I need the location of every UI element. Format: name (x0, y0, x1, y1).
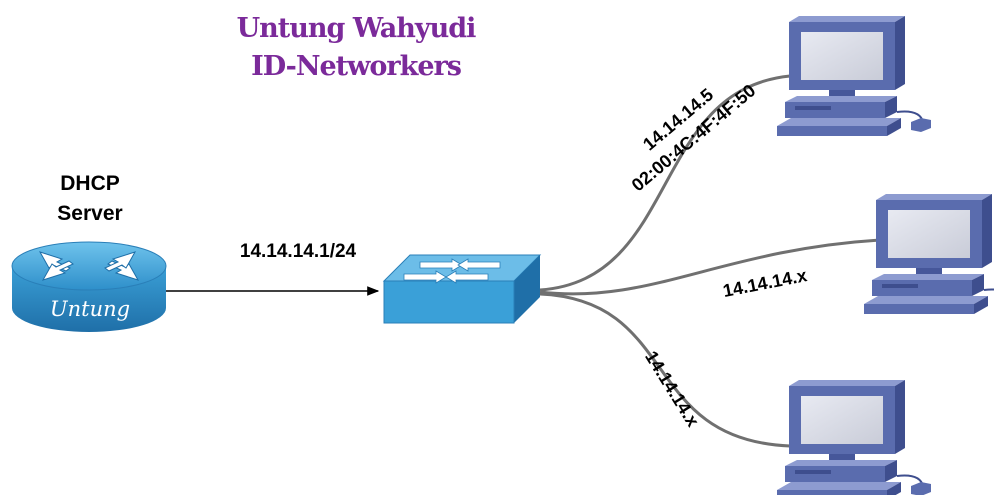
cable-client-2 (539, 238, 881, 296)
client-2-ip: 14.14.14.x (721, 265, 808, 301)
server-link-label: 14.14.14.1/24 (240, 241, 357, 262)
cable-client-1 (539, 74, 791, 292)
switch-icon (382, 254, 542, 324)
title-line-2: ID-Networkers (251, 51, 462, 82)
server-label-line-2: Server (57, 202, 122, 225)
cable-client-3 (539, 292, 791, 448)
client-3-ip: 14.14.14.x (641, 347, 703, 430)
computer-icon (776, 15, 932, 137)
computer-icon (776, 379, 932, 495)
server-label-line-1: DHCP (60, 172, 120, 195)
router-icon: Untung (11, 241, 167, 332)
router-brand-text: Untung (50, 297, 130, 321)
title-line-1: Untung Wahyudi (237, 13, 476, 44)
computer-icon (863, 193, 994, 315)
